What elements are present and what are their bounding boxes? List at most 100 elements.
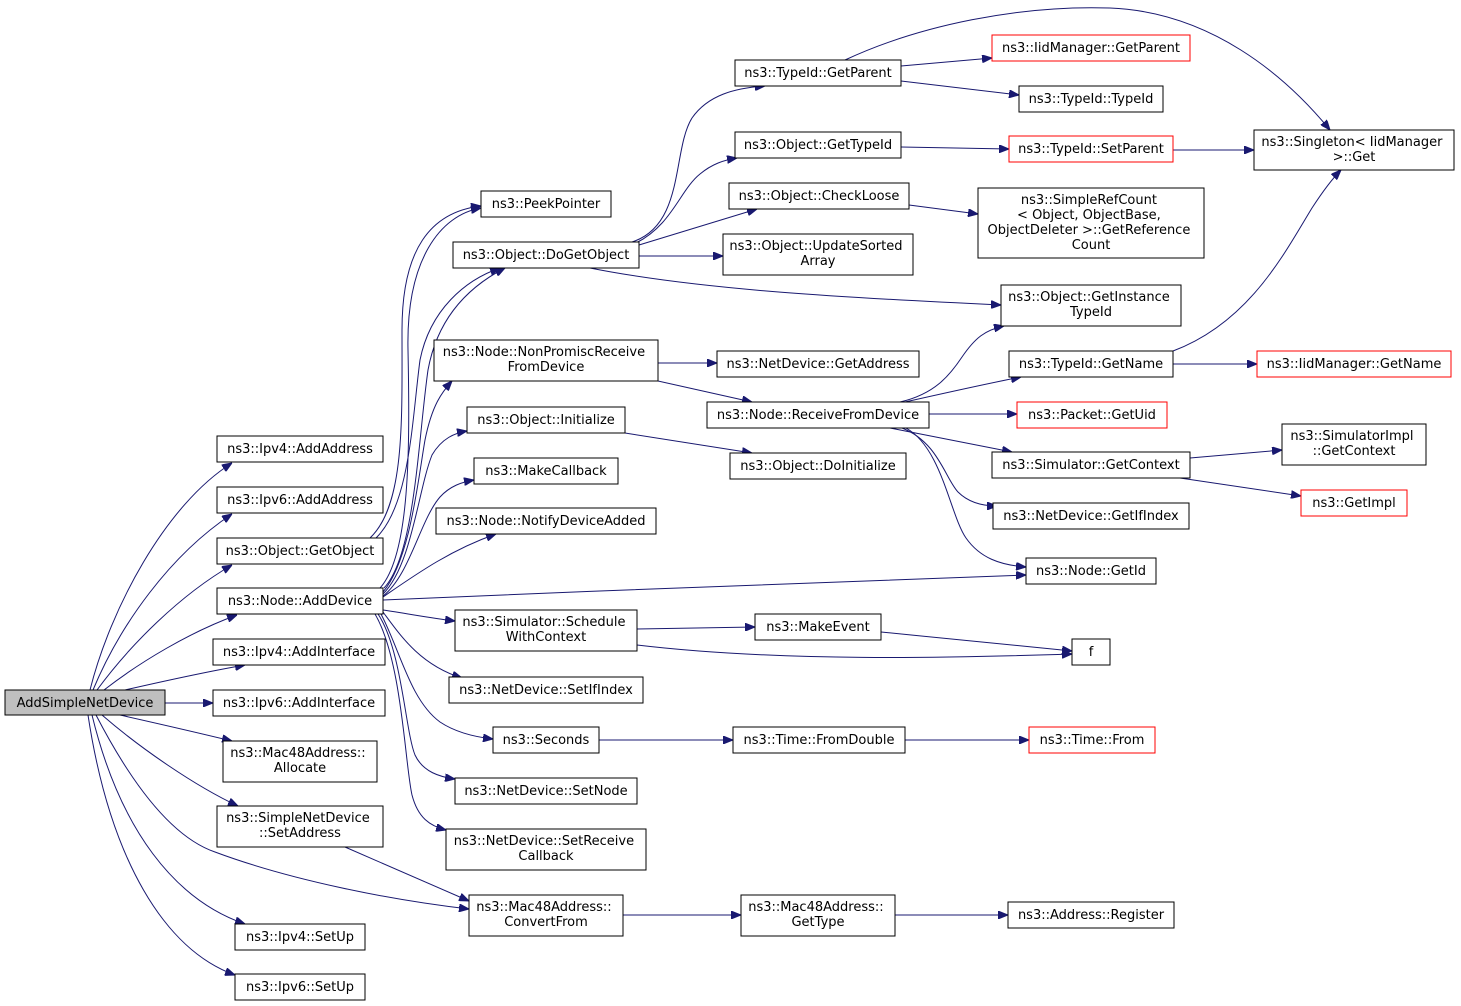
node-box[interactable] — [1300, 489, 1408, 517]
node-peek-pointer[interactable]: ns3::PeekPointer — [480, 190, 612, 218]
node-node-get-id[interactable]: ns3::Node::GetId — [1025, 557, 1157, 585]
node-box[interactable] — [454, 777, 638, 805]
node-net-device-set-receive-callback[interactable]: ns3::NetDevice::SetReceive Callback — [445, 828, 647, 871]
node-type-id-type-id[interactable]: ns3::TypeId::TypeId — [1018, 85, 1164, 113]
edge-root-to-ipv4-add-address — [89, 463, 232, 691]
node-simple-ref-count-get-reference-count[interactable]: ns3::SimpleRefCount < Object, ObjectBase… — [977, 187, 1205, 259]
node-box[interactable] — [1256, 350, 1452, 378]
node-box[interactable] — [1008, 350, 1174, 378]
node-make-event[interactable]: ns3::MakeEvent — [754, 613, 882, 641]
node-box[interactable] — [732, 726, 906, 754]
node-simulator-impl-get-context[interactable]: ns3::SimulatorImpl ::GetContext — [1281, 423, 1427, 466]
node-object-get-object[interactable]: ns3::Object::GetObject — [216, 537, 384, 565]
node-packet-get-uid[interactable]: ns3::Packet::GetUid — [1016, 401, 1168, 429]
node-box[interactable] — [1281, 423, 1427, 466]
node-box[interactable] — [1025, 557, 1157, 585]
node-object-get-instance-type-id[interactable]: ns3::Object::GetInstance TypeId — [1000, 284, 1182, 327]
node-type-id-set-parent[interactable]: ns3::TypeId::SetParent — [1008, 135, 1174, 163]
node-make-callback[interactable]: ns3::MakeCallback — [473, 457, 619, 485]
node-box[interactable] — [448, 676, 644, 704]
node-box[interactable] — [991, 34, 1191, 62]
node-seconds[interactable]: ns3::Seconds — [492, 726, 600, 754]
node-ipv6-add-address[interactable]: ns3::Ipv6::AddAddress — [216, 486, 384, 514]
node-address-register[interactable]: ns3::Address::Register — [1007, 901, 1175, 929]
node-ipv6-add-interface[interactable]: ns3::Ipv6::AddInterface — [212, 689, 386, 717]
node-box[interactable] — [706, 401, 930, 429]
node-f[interactable]: f — [1071, 638, 1111, 666]
node-mac48-address-allocate[interactable]: ns3::Mac48Address:: Allocate — [222, 740, 378, 783]
node-box[interactable] — [991, 451, 1191, 479]
node-ipv4-add-interface[interactable]: ns3::Ipv4::AddInterface — [212, 638, 386, 666]
node-box[interactable] — [1008, 135, 1174, 163]
node-box[interactable] — [728, 182, 910, 210]
node-object-update-sorted-array[interactable]: ns3::Object::UpdateSorted Array — [722, 233, 914, 276]
node-type-id-get-name[interactable]: ns3::TypeId::GetName — [1008, 350, 1174, 378]
node-box[interactable] — [454, 609, 638, 652]
node-non-promisc-receive-from-device[interactable]: ns3::Node::NonPromiscReceive FromDevice — [433, 339, 659, 382]
node-box[interactable] — [212, 689, 386, 717]
node-notify-device-added[interactable]: ns3::Node::NotifyDeviceAdded — [435, 507, 657, 535]
node-box[interactable] — [1018, 85, 1164, 113]
node-box[interactable] — [1016, 401, 1168, 429]
node-box[interactable] — [445, 828, 647, 871]
node-object-do-initialize[interactable]: ns3::Object::DoInitialize — [729, 452, 907, 480]
node-simple-net-device-set-address[interactable]: ns3::SimpleNetDevice ::SetAddress — [216, 805, 384, 848]
node-object-initialize[interactable]: ns3::Object::Initialize — [466, 406, 626, 434]
node-schedule-with-context[interactable]: ns3::Simulator::Schedule WithContext — [454, 609, 638, 652]
node-iid-manager-get-parent[interactable]: ns3::IidManager::GetParent — [991, 34, 1191, 62]
node-box[interactable] — [1071, 638, 1111, 666]
node-box[interactable] — [435, 507, 657, 535]
node-box[interactable] — [216, 805, 384, 848]
node-box[interactable] — [216, 486, 384, 514]
node-box[interactable] — [222, 740, 378, 783]
node-mac48-address-convert-from[interactable]: ns3::Mac48Address:: ConvertFrom — [468, 894, 624, 937]
node-singleton-iid-manager-get[interactable]: ns3::Singleton< IidManager >::Get — [1253, 129, 1455, 171]
node-box[interactable] — [734, 59, 902, 87]
node-box[interactable] — [452, 241, 640, 269]
node-box[interactable] — [234, 923, 366, 951]
edge-add-device-to-seconds — [380, 613, 493, 739]
node-box[interactable] — [722, 233, 914, 276]
node-time-from[interactable]: ns3::Time::From — [1028, 726, 1156, 754]
node-box[interactable] — [212, 638, 386, 666]
node-net-device-get-address[interactable]: ns3::NetDevice::GetAddress — [716, 350, 920, 378]
node-box[interactable] — [466, 406, 626, 434]
node-mac48-address-get-type[interactable]: ns3::Mac48Address:: GetType — [740, 894, 896, 937]
node-box[interactable] — [740, 894, 896, 937]
node-box[interactable] — [216, 435, 384, 463]
node-get-impl[interactable]: ns3::GetImpl — [1300, 489, 1408, 517]
node-box[interactable] — [216, 587, 384, 615]
node-ipv4-add-address[interactable]: ns3::Ipv4::AddAddress — [216, 435, 384, 463]
node-object-check-loose[interactable]: ns3::Object::CheckLoose — [728, 182, 910, 210]
node-box[interactable] — [734, 131, 902, 159]
node-node-receive-from-device[interactable]: ns3::Node::ReceiveFromDevice — [706, 401, 930, 429]
node-box[interactable] — [1007, 901, 1175, 929]
node-box[interactable] — [473, 457, 619, 485]
node-box[interactable] — [234, 973, 366, 1001]
node-iid-manager-get-name[interactable]: ns3::IidManager::GetName — [1256, 350, 1452, 378]
node-box[interactable] — [1000, 284, 1182, 327]
node-box[interactable] — [1253, 129, 1455, 171]
node-node-add-device[interactable]: ns3::Node::AddDevice — [216, 587, 384, 615]
node-box[interactable] — [492, 726, 600, 754]
node-box[interactable] — [1028, 726, 1156, 754]
node-net-device-get-if-index[interactable]: ns3::NetDevice::GetIfIndex — [992, 502, 1190, 530]
node-type-id-get-parent[interactable]: ns3::TypeId::GetParent — [734, 59, 902, 87]
node-box[interactable] — [716, 350, 920, 378]
node-simulator-get-context[interactable]: ns3::Simulator::GetContext — [991, 451, 1191, 479]
node-time-from-double[interactable]: ns3::Time::FromDouble — [732, 726, 906, 754]
node-box[interactable] — [216, 537, 384, 565]
node-ipv4-setup[interactable]: ns3::Ipv4::SetUp — [234, 923, 366, 951]
node-net-device-set-if-index[interactable]: ns3::NetDevice::SetIfIndex — [448, 676, 644, 704]
node-box[interactable] — [977, 187, 1205, 259]
node-box[interactable] — [468, 894, 624, 937]
node-box[interactable] — [992, 502, 1190, 530]
node-box[interactable] — [433, 339, 659, 382]
node-box[interactable] — [480, 190, 612, 218]
node-ipv6-setup[interactable]: ns3::Ipv6::SetUp — [234, 973, 366, 1001]
node-object-do-get-object[interactable]: ns3::Object::DoGetObject — [452, 241, 640, 269]
node-object-get-type-id[interactable]: ns3::Object::GetTypeId — [734, 131, 902, 159]
node-box[interactable] — [729, 452, 907, 480]
node-box[interactable] — [754, 613, 882, 641]
node-net-device-set-node[interactable]: ns3::NetDevice::SetNode — [454, 777, 638, 805]
